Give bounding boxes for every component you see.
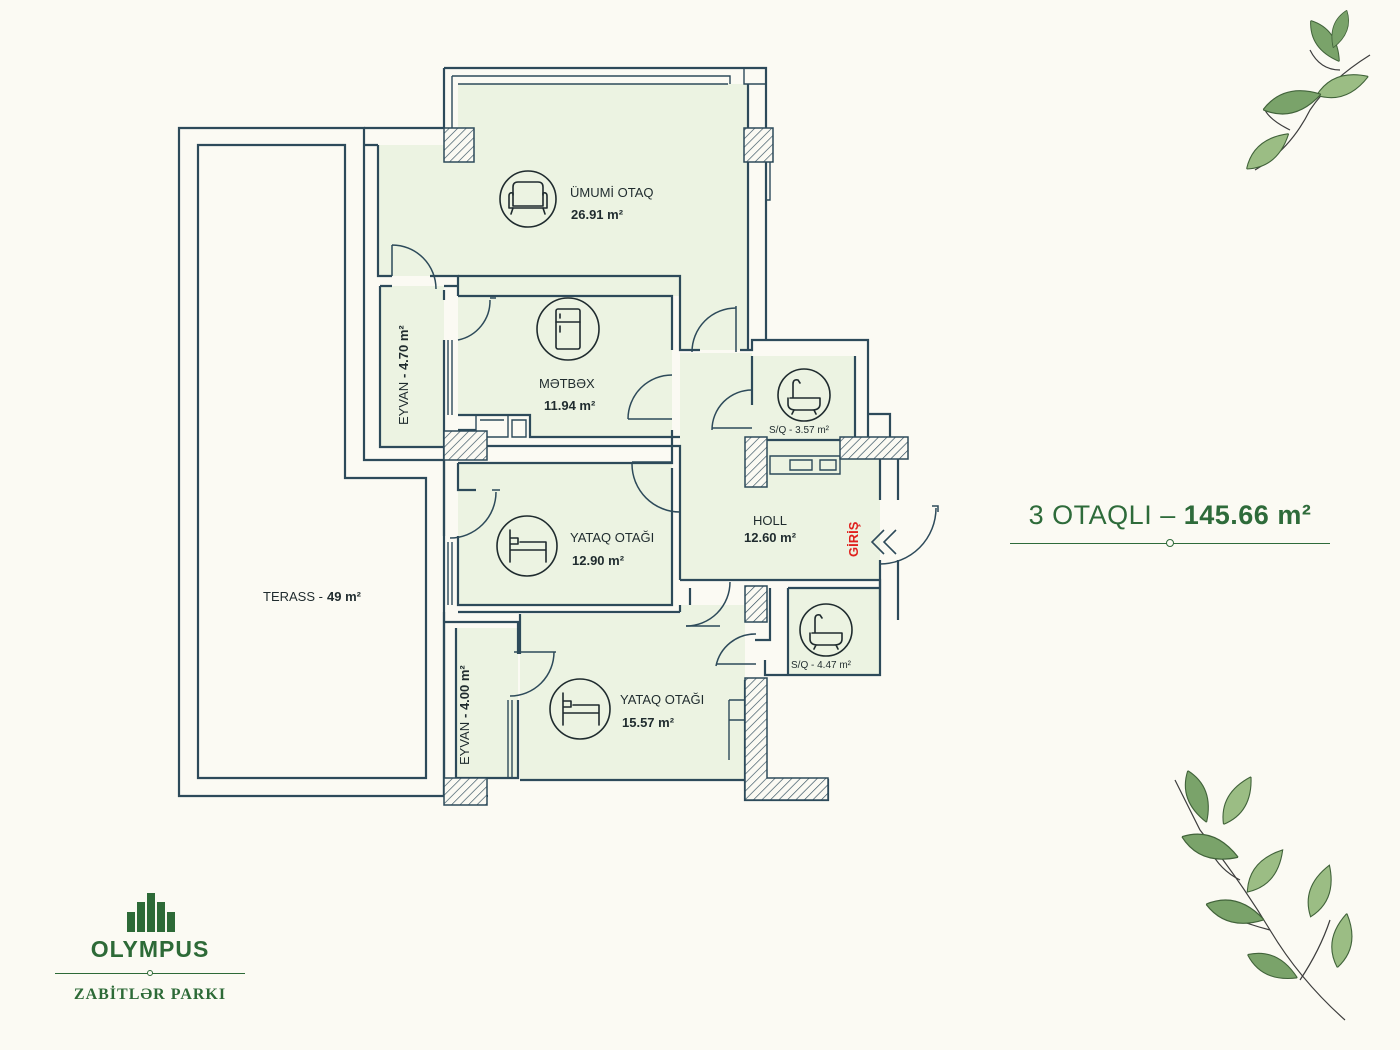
kitchen-area: 11.94 m² bbox=[544, 398, 596, 413]
bedroom2-area: 15.57 m² bbox=[622, 715, 675, 730]
rooms-count-label: 3 OTAQLI – bbox=[1028, 500, 1176, 530]
apartment-summary: 3 OTAQLI – 145.66 m² bbox=[1010, 500, 1330, 547]
sofa-icon bbox=[499, 170, 557, 228]
bath1-label: S/Q - 3.57 m² bbox=[769, 425, 830, 436]
bed-icon-1 bbox=[496, 515, 558, 577]
brand-logo: OLYMPUS ZABİTLƏR PARKI bbox=[55, 890, 245, 1004]
brand-name: OLYMPUS bbox=[90, 936, 210, 962]
leaf-branch-icon-top bbox=[1239, 7, 1373, 178]
bathtub-icon-2 bbox=[799, 603, 853, 657]
entry-label: GİRİŞ bbox=[846, 521, 861, 557]
hall-name: HOLL bbox=[753, 513, 787, 528]
fridge-icon bbox=[536, 297, 600, 361]
bedroom1-area: 12.90 m² bbox=[572, 553, 625, 568]
summary-divider bbox=[1010, 539, 1330, 547]
living-room-name: ÜMUMİ OTAQ bbox=[570, 185, 654, 200]
doors bbox=[391, 244, 939, 697]
living-room-area: 26.91 m² bbox=[571, 207, 624, 222]
hall-area: 12.60 m² bbox=[744, 530, 797, 545]
bed-icon-2 bbox=[549, 678, 611, 740]
balcony1-label: EYVAN - 4.70 m² bbox=[396, 325, 411, 425]
terrace-name: TERASS - bbox=[263, 589, 323, 604]
summary-title: 3 OTAQLI – 145.66 m² bbox=[1010, 500, 1330, 531]
kitchen-name: MƏTBƏX bbox=[539, 376, 595, 391]
bath2-label: S/Q - 4.47 m² bbox=[791, 660, 852, 671]
room-fills bbox=[378, 84, 880, 780]
logo-divider bbox=[55, 970, 245, 976]
terrace-area: 49 m² bbox=[327, 589, 362, 604]
bedroom2-name: YATAQ OTAĞI bbox=[620, 692, 704, 707]
logo-icon-space bbox=[55, 890, 245, 932]
bathtub-icon-1 bbox=[777, 368, 831, 422]
leaf-branch-icon-bottom bbox=[1174, 766, 1358, 1021]
structural-columns bbox=[443, 127, 909, 806]
balcony2-name: EYVAN bbox=[457, 722, 472, 765]
buildings-logo-icon bbox=[127, 893, 175, 932]
balcony1-area: - 4.70 m² bbox=[396, 325, 411, 378]
balcony2-area: - 4.00 m² bbox=[457, 665, 472, 718]
bedroom1-name: YATAQ OTAĞI bbox=[570, 530, 654, 545]
entry-arrow-icon bbox=[870, 529, 897, 555]
balcony1-name: EYVAN bbox=[396, 382, 411, 425]
total-area: 145.66 m² bbox=[1183, 500, 1312, 530]
balcony2-label: EYVAN - 4.00 m² bbox=[457, 665, 472, 765]
brand-subtitle: ZABİTLƏR PARKI bbox=[73, 986, 227, 1003]
